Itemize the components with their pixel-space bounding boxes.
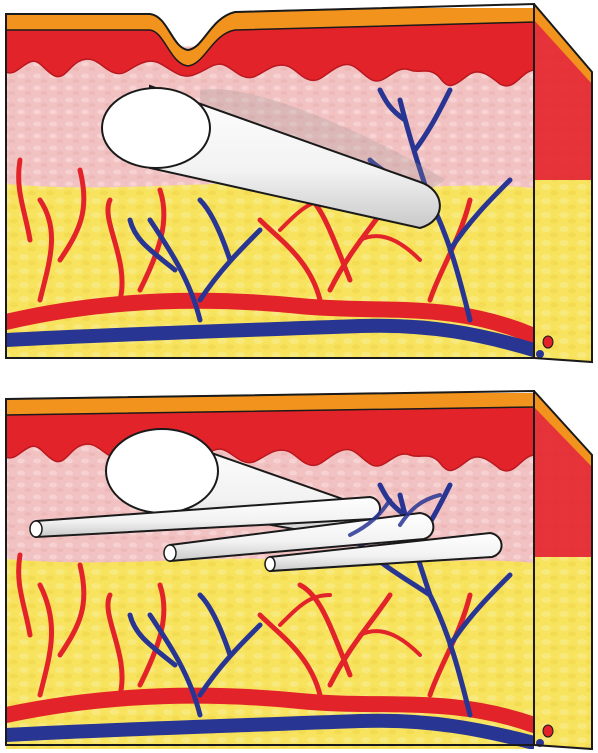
vein-cross-section [536,350,544,358]
panel-multiple-implants-svg [0,385,598,753]
artery-cross-section [543,725,553,737]
panel-single-implant-svg [0,0,598,365]
implant-end-face [106,429,218,513]
panel-single-implant [0,0,598,365]
panel-multiple-implants [0,385,598,753]
artery-cross-section [543,336,553,348]
implant-end-face [102,88,210,168]
